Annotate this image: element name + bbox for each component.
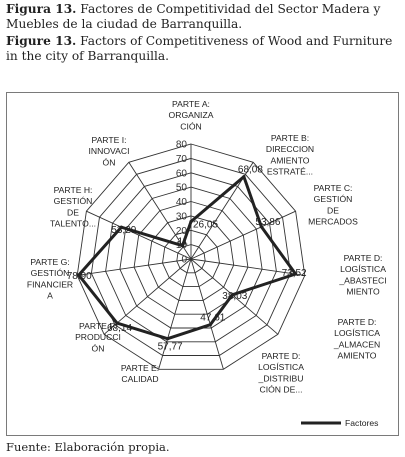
tick-label: 80 [176, 140, 188, 151]
data-point [230, 293, 234, 297]
tick-label: 20 [176, 226, 188, 237]
data-point [115, 321, 119, 325]
grid-ring [90, 157, 292, 356]
tick-label: 60 [176, 168, 188, 179]
grid-ring [76, 143, 306, 370]
tick-label: 70 [176, 154, 188, 165]
axis-spoke [86, 210, 192, 260]
category-label: PARTE E:CALIDAD [121, 363, 159, 384]
grid-ring [176, 244, 206, 274]
axis-spoke [190, 258, 224, 370]
caption-spanish-label: Figura 13. [6, 2, 77, 16]
data-series-factores [77, 175, 298, 341]
data-point [180, 244, 185, 248]
caption-spanish-text: Factores de Competitividad del Sector Ma… [6, 2, 381, 32]
axis-spoke [190, 258, 279, 335]
data-label: 38,03 [222, 291, 247, 302]
axis-spoke [128, 162, 192, 260]
grid-ring [119, 186, 263, 329]
data-label: 26,05 [193, 220, 218, 231]
caption-english-label: Figure 13. [6, 34, 77, 48]
tick-label: 50 [176, 183, 188, 194]
legend-label: Factores [345, 418, 378, 428]
caption-english: Figure 13. Factors of Competitiveness of… [6, 34, 401, 65]
data-label: 73,52 [282, 268, 307, 279]
data-label: 68,14 [107, 323, 132, 334]
data-label: 47,61 [200, 313, 225, 324]
data-label: 53,29 [111, 225, 136, 236]
grid-ring [105, 172, 277, 343]
tick-label: 30 [176, 211, 188, 222]
data-label: 53,86 [255, 217, 280, 228]
axis-spoke [77, 258, 192, 276]
data-point [242, 175, 246, 179]
data-point [189, 220, 193, 224]
data-point [77, 273, 81, 277]
caption-spanish: Figura 13. Factores de Competitividad de… [6, 2, 401, 33]
data-label: 11 [178, 237, 189, 248]
axis-spoke [103, 258, 192, 335]
source-note: Fuente: Elaboración propia. [6, 440, 170, 454]
data-point [166, 337, 170, 341]
tick-label: 0 [181, 255, 187, 266]
grid-ring [162, 229, 220, 288]
data-label: 57,77 [158, 342, 183, 353]
chart-frame: 0102030405060708026,0568,0853,8673,5238,… [6, 92, 399, 436]
axis-spoke [190, 210, 296, 260]
data-point [119, 225, 123, 229]
axis-spoke [190, 258, 305, 276]
axis-spoke [158, 258, 192, 370]
data-point [208, 323, 212, 327]
caption-english-text: Factors of Competitiveness of Wood and F… [6, 34, 393, 64]
radar-chart: 0102030405060708026,0568,0853,8673,5238,… [27, 99, 387, 428]
grid-ring [133, 201, 249, 315]
data-point [259, 225, 263, 229]
data-label: 68,08 [238, 165, 263, 176]
tick-label: 40 [176, 197, 188, 208]
data-point [294, 272, 298, 276]
data-label: 78,90 [67, 271, 92, 282]
